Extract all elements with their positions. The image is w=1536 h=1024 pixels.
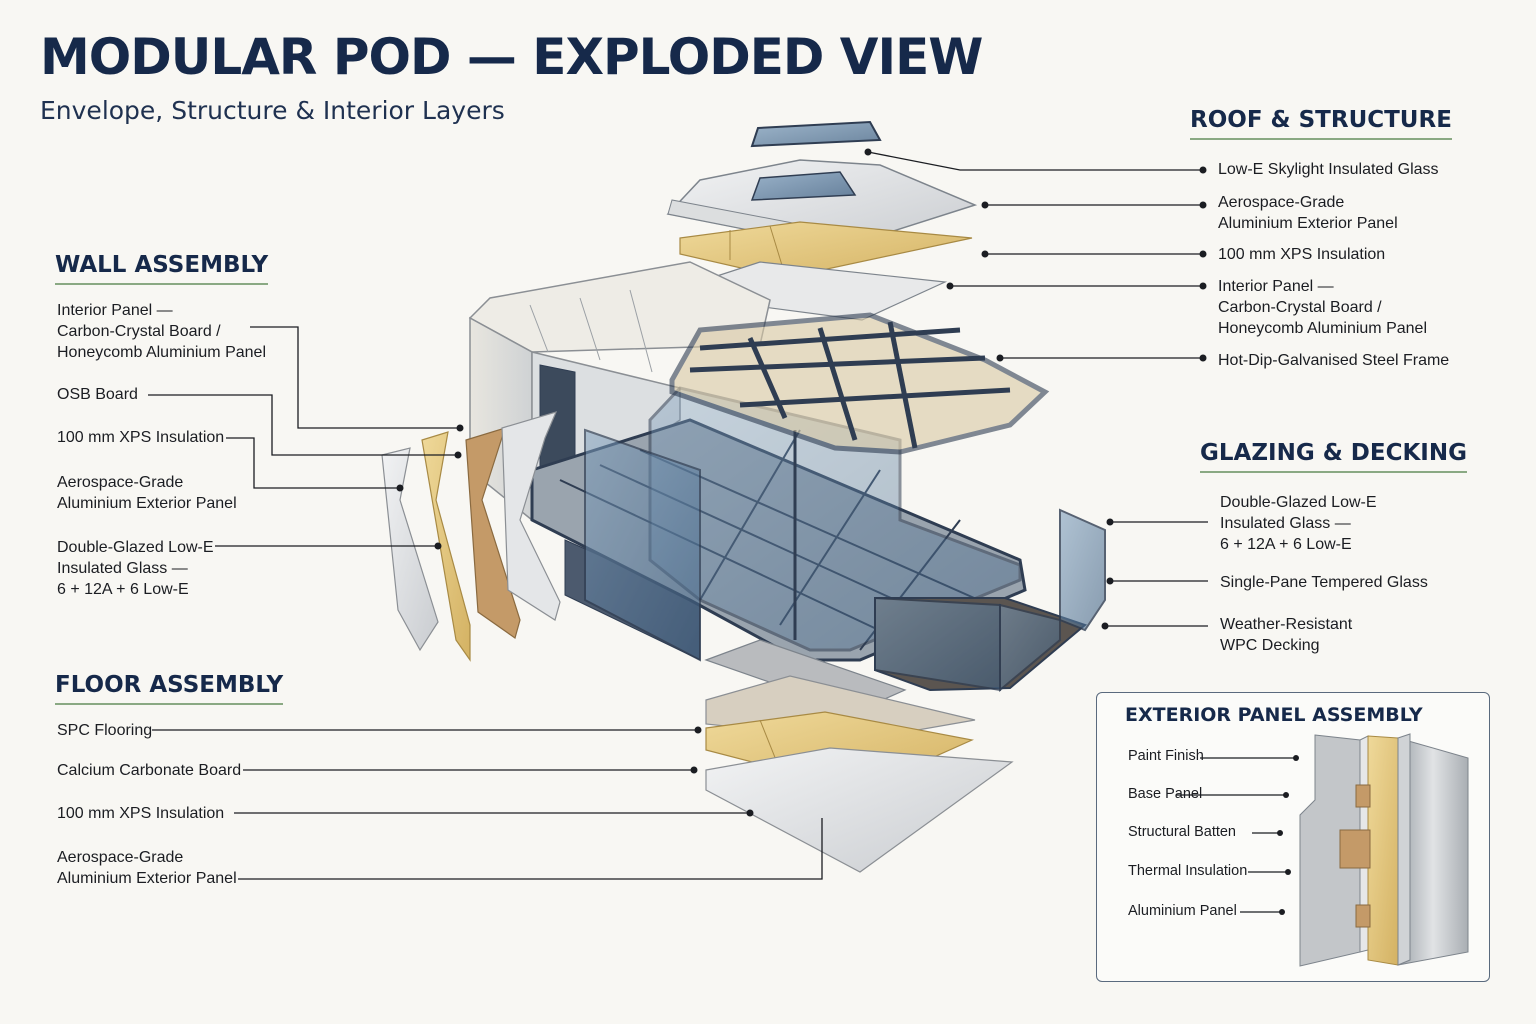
wall-label-xps: 100 mm XPS Insulation — [57, 429, 225, 446]
inset-panel-illustration — [1299, 733, 1469, 967]
wall-layer-xps — [421, 431, 471, 662]
inset-label-base: Base Panel — [1128, 786, 1203, 802]
floor-label-calcium: Calcium Carbonate Board — [57, 762, 242, 779]
deck-balustrade — [874, 508, 1106, 693]
roof-skylight-glass — [750, 120, 882, 148]
steel-roof-frame — [669, 312, 1050, 455]
glazing-label-double: Double-Glazed Low-E Insulated Glass — 6 … — [1220, 494, 1377, 553]
floor-assembly-heading: FLOOR ASSEMBLY — [55, 672, 284, 705]
wall-layer-aluminium — [381, 447, 439, 652]
wall-layer-interior-panel — [501, 411, 561, 621]
wall-label-glazing: Double-Glazed Low-E Insulated Glass — 6 … — [57, 539, 214, 598]
roof-label-skylight: Low-E Skylight Insulated Glass — [1218, 161, 1439, 178]
roof-label-aluminium: Aerospace-Grade Aluminium Exterior Panel — [1218, 194, 1398, 232]
exterior-panel-heading: EXTERIOR PANEL ASSEMBLY — [1125, 704, 1423, 726]
floor-label-xps: 100 mm XPS Insulation — [57, 805, 225, 822]
floor-label-spc: SPC Flooring — [57, 722, 153, 739]
wall-assembly-heading: WALL ASSEMBLY — [55, 252, 269, 285]
glazing-label-decking: Weather-Resistant WPC Decking — [1220, 616, 1353, 654]
leader-lines — [148, 151, 1296, 913]
roof-label-steel-frame: Hot-Dip-Galvanised Steel Frame — [1218, 352, 1450, 369]
page-subtitle: Envelope, Structure & Interior Layers — [40, 96, 505, 125]
inset-label-insulation: Thermal Insulation — [1128, 863, 1248, 879]
floor-layer-aluminium — [705, 747, 1014, 873]
inset-label-batten: Structural Batten — [1128, 824, 1236, 840]
roof-label-xps: 100 mm XPS Insulation — [1218, 246, 1386, 263]
floor-label-aluminium: Aerospace-Grade Aluminium Exterior Panel — [57, 849, 237, 887]
wall-label-interior-panel: Interior Panel — Carbon-Crystal Board / … — [57, 302, 266, 361]
roof-label-interior-panel: Interior Panel — Carbon-Crystal Board / … — [1218, 278, 1427, 337]
roof-structure-heading: ROOF & STRUCTURE — [1190, 107, 1452, 140]
wall-label-aluminium: Aerospace-Grade Aluminium Exterior Panel — [57, 474, 237, 512]
glazing-label-tempered: Single-Pane Tempered Glass — [1220, 574, 1428, 591]
pod-front-glazing — [584, 386, 1022, 662]
wall-label-osb: OSB Board — [57, 386, 138, 403]
glazing-decking-heading: GLAZING & DECKING — [1200, 440, 1467, 473]
inset-label-paint: Paint Finish — [1128, 748, 1204, 764]
inset-label-aluminium: Aluminium Panel — [1128, 903, 1237, 919]
page-title: MODULAR POD — EXPLODED VIEW — [40, 28, 983, 86]
leader-dots — [396, 148, 1299, 915]
